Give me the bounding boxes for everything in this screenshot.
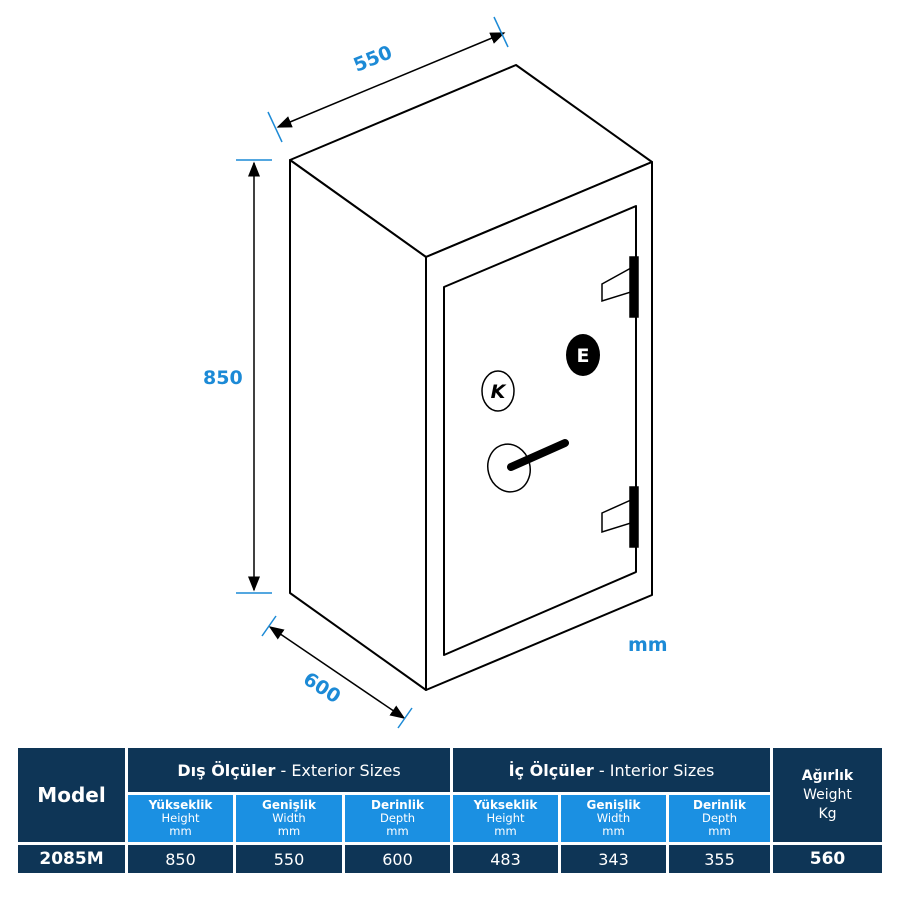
svg-text:K: K xyxy=(491,381,507,403)
hinge-top xyxy=(601,256,639,318)
value-cell: 850 xyxy=(128,845,233,873)
safe-drawing: K E xyxy=(236,16,653,729)
handle-icon xyxy=(487,439,569,493)
svg-text:E: E xyxy=(577,345,590,367)
value-cell: 483 xyxy=(453,845,558,873)
exterior-header: Dış Ölçüler - Exterior Sizes xyxy=(128,748,450,792)
value-cell: 355 xyxy=(669,845,770,873)
height-label: 850 xyxy=(203,367,243,389)
model-value: 2085M xyxy=(18,845,125,873)
weight-value: 560 xyxy=(773,845,882,873)
value-cell: 600 xyxy=(345,845,450,873)
model-header: Model xyxy=(18,748,125,842)
safe-door xyxy=(443,205,637,656)
interior-header: İç Ölçüler - Interior Sizes xyxy=(453,748,770,792)
e-lock-icon: E xyxy=(566,334,600,376)
value-cell: 343 xyxy=(561,845,666,873)
specs-table: Model Dış Ölçüler - Exterior Sizes İç Öl… xyxy=(18,748,882,873)
width-arrow xyxy=(276,32,506,128)
unit-label: mm xyxy=(628,634,668,656)
value-cell: 550 xyxy=(236,845,342,873)
k-lock-icon: K xyxy=(481,370,515,412)
hinge-bottom xyxy=(601,486,639,548)
depth-arrow xyxy=(268,626,406,719)
